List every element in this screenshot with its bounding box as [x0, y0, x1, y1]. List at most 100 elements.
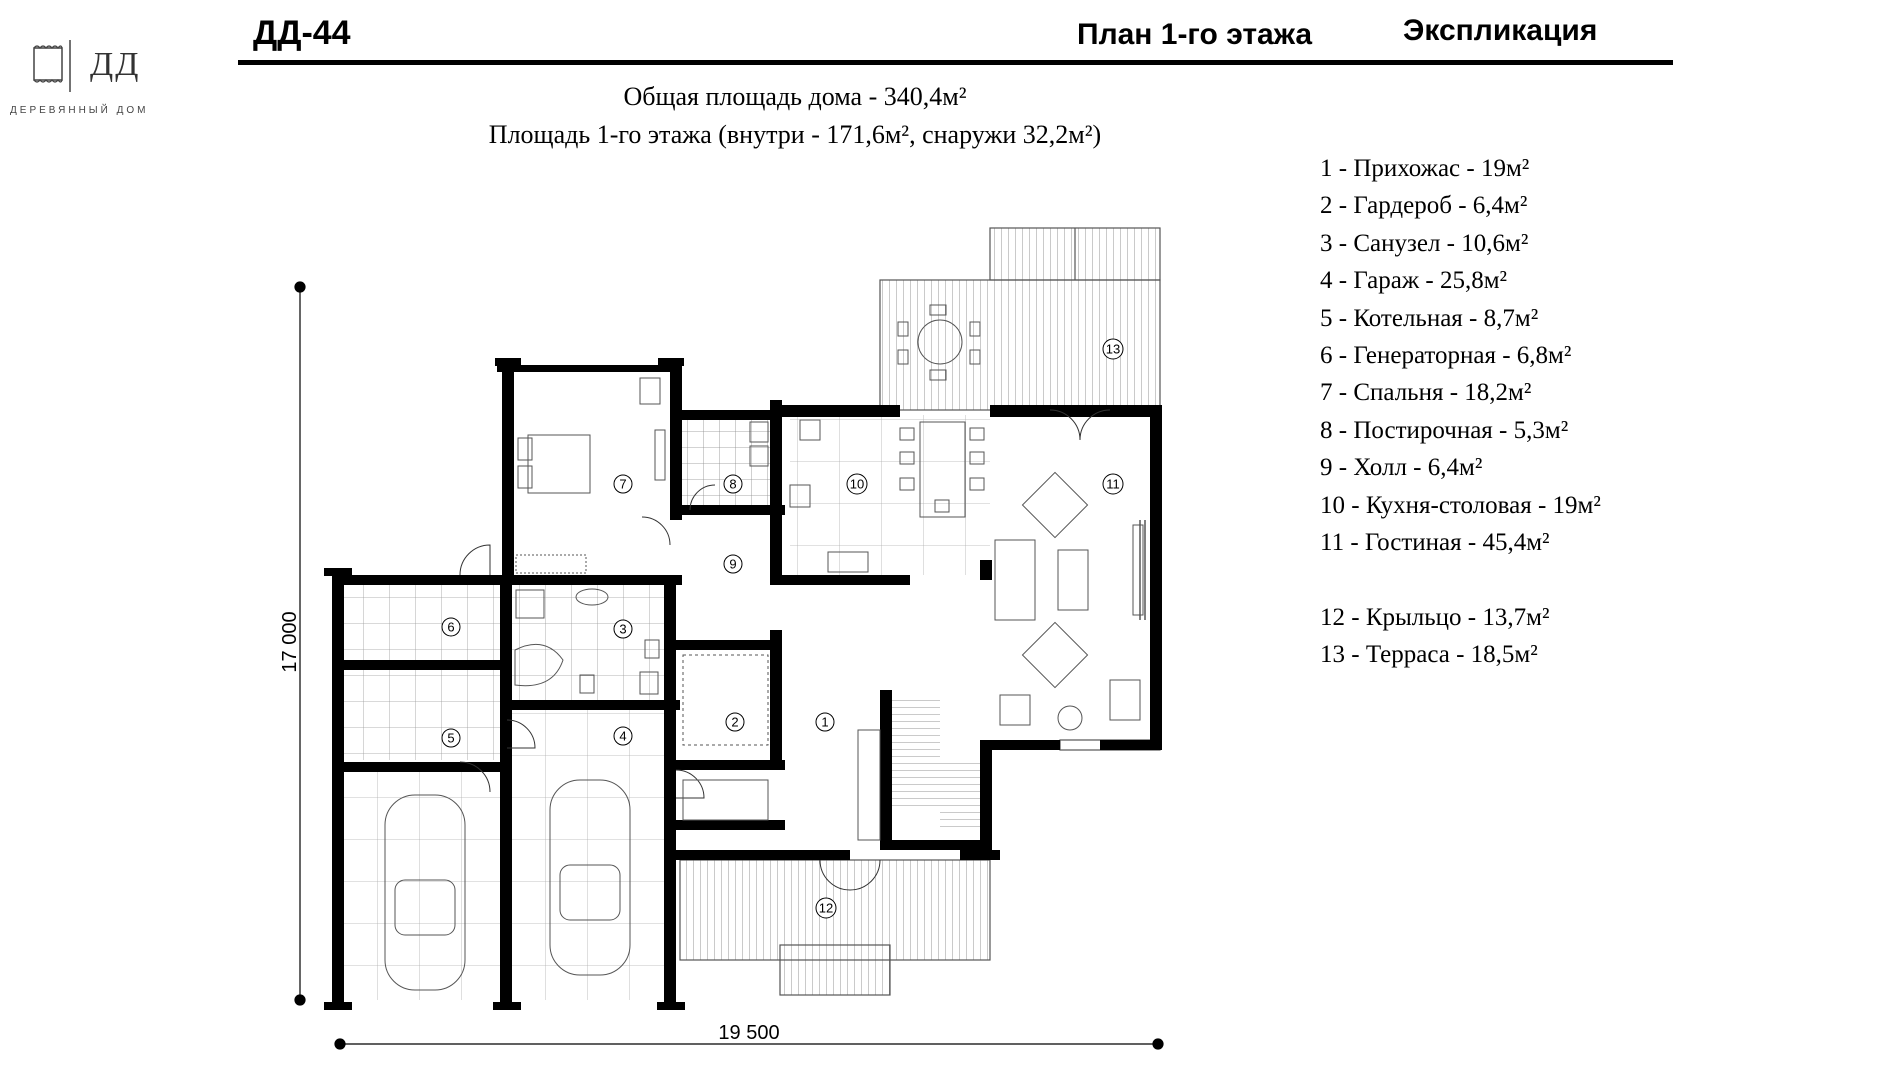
car-right — [549, 779, 631, 976]
wall — [770, 575, 880, 585]
round-table — [917, 319, 963, 365]
wall — [332, 570, 344, 1010]
legend-item: 5 - Котельная - 8,7м² — [1320, 304, 1539, 332]
garage-right-floor — [510, 710, 675, 1000]
wall — [960, 850, 1000, 860]
walls — [324, 358, 1162, 1010]
wall — [493, 1002, 521, 1010]
bed-pillow — [517, 437, 533, 461]
total-area: Общая площадь дома - 340,4м² — [623, 82, 967, 111]
bed-pillow — [517, 465, 533, 489]
svg-text:4: 4 — [619, 729, 626, 744]
dimension-marker — [334, 1038, 346, 1050]
wall — [332, 762, 507, 772]
legend-item: 2 - Гардероб - 6,4м² — [1320, 192, 1528, 220]
wall — [670, 505, 785, 515]
toilet — [644, 639, 660, 659]
room-marker-13: 13 — [1102, 338, 1124, 360]
width-dimension: 19 500 — [718, 1022, 779, 1044]
sink — [575, 588, 609, 606]
wall — [324, 1002, 352, 1010]
legend-item: 10 - Кухня-столовая - 19м² — [1320, 491, 1601, 519]
wall — [324, 568, 352, 576]
chair — [929, 369, 947, 381]
wall — [495, 358, 521, 366]
svg-text:5: 5 — [447, 731, 454, 746]
room-marker-2: 2 — [725, 712, 745, 732]
wall — [670, 410, 780, 420]
windows — [335, 365, 1146, 750]
svg-text:1: 1 — [821, 715, 828, 730]
legend-item: 12 - Крыльцо - 13,7м² — [1320, 603, 1550, 631]
svg-text:13: 13 — [1106, 342, 1120, 357]
chair — [934, 499, 950, 513]
svg-text:10: 10 — [850, 477, 864, 492]
wardrobe — [515, 554, 587, 574]
washing-machine — [749, 421, 769, 443]
room-legend: 1 - Прихожас - 19м² 2 - Гардероб - 6,4м²… — [1320, 150, 1601, 674]
room-marker-10: 10 — [846, 473, 868, 495]
door-arc — [506, 719, 536, 749]
chair — [969, 349, 981, 365]
chair — [899, 451, 915, 465]
svg-text:6: 6 — [447, 620, 454, 635]
bidet — [639, 671, 659, 695]
wall — [770, 630, 782, 770]
legend-item: 7 - Спальня - 18,2м² — [1320, 379, 1532, 407]
door-arc — [689, 484, 716, 511]
porch-steps — [780, 945, 890, 995]
wall — [1100, 740, 1162, 750]
chair — [897, 349, 909, 365]
chair — [929, 304, 947, 316]
wall — [502, 360, 514, 580]
door-arc — [459, 544, 491, 576]
wall — [780, 405, 900, 417]
wall — [670, 410, 682, 520]
svg-text:3: 3 — [619, 622, 626, 637]
bathroom-floor — [510, 582, 675, 700]
room-marker-5: 5 — [441, 728, 461, 748]
coffee-table — [1057, 549, 1089, 611]
svg-text:11: 11 — [1106, 477, 1120, 492]
wall — [670, 820, 785, 830]
wall — [657, 1002, 685, 1010]
hall-cabinet — [857, 729, 881, 841]
wall — [332, 660, 507, 670]
chair — [897, 321, 909, 337]
fireplace — [1109, 679, 1141, 721]
wall — [670, 760, 785, 770]
shelf — [654, 429, 666, 481]
dimension-marker — [294, 994, 306, 1006]
legend-item: 6 - Генераторная - 6,8м² — [1320, 342, 1572, 370]
wall — [670, 640, 780, 650]
floor-area: Площадь 1-го этажа (внутри - 171,6м², сн… — [488, 120, 1102, 149]
legend-item: 13 - Терраса - 18,5м² — [1320, 641, 1538, 669]
legend-item: 4 - Гараж - 25,8м² — [1320, 267, 1508, 295]
dimension-marker — [294, 281, 306, 293]
door-arc — [675, 769, 705, 799]
laundry-floor — [680, 415, 780, 507]
car-roof — [394, 879, 456, 936]
svg-text:8: 8 — [729, 477, 736, 492]
wall — [980, 740, 992, 860]
door-arc — [1049, 409, 1111, 441]
wall — [670, 850, 850, 860]
explication-title: Экспликация — [1403, 14, 1598, 47]
height-dimension: 17 000 — [279, 611, 301, 672]
chair — [969, 451, 985, 465]
project-code: ДД-44 — [253, 14, 351, 52]
garage-left-floor — [340, 772, 505, 1000]
plan-title: План 1-го этажа — [1077, 18, 1313, 51]
room-marker-3: 3 — [613, 619, 633, 639]
stove — [789, 484, 811, 508]
legend-item: 8 - Постирочная - 5,3м² — [1320, 416, 1569, 444]
bed — [527, 434, 591, 494]
room-marker-8: 8 — [723, 474, 743, 494]
company-logo: ДД ДЕРЕВЯННЫЙ ДОМ — [10, 40, 160, 120]
legend-item: 3 - Санузел - 10,6м² — [1320, 229, 1529, 257]
log-house-logo-icon — [33, 40, 71, 92]
logo-tagline: ДЕРЕВЯННЫЙ ДОМ — [10, 105, 149, 116]
wall — [664, 575, 676, 1010]
staircase — [890, 700, 940, 810]
